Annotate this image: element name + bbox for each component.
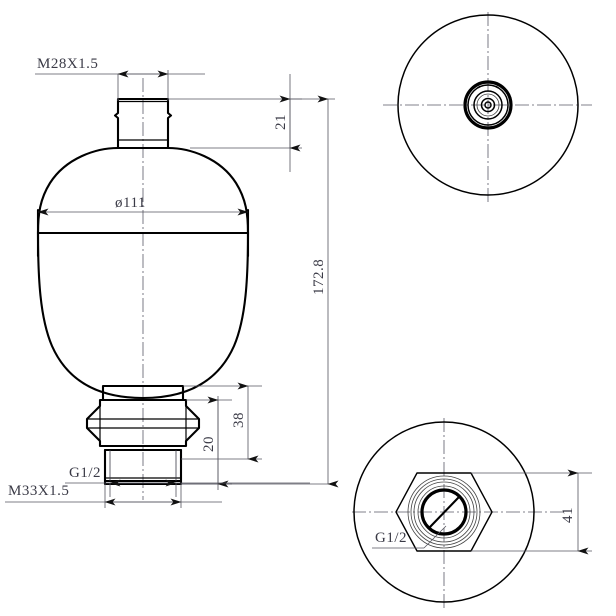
dim-thread-top: M28X1.5	[35, 56, 205, 101]
label-body-diameter: ø111	[115, 195, 146, 211]
top-view	[383, 12, 592, 202]
label-fitting-height: 38	[231, 412, 247, 428]
bottom-view-thread-outer	[407, 475, 481, 549]
bottom-view-hex-nut	[395, 472, 493, 552]
top-view-port-thread-outer	[473, 90, 503, 120]
bottom-view: G1/2 41	[352, 418, 592, 608]
label-overall-height: 172.8	[311, 259, 327, 295]
top-view-outer-circle	[397, 14, 579, 196]
dim-neck-height: 21	[168, 74, 302, 172]
front-elevation-view: M28X1.5 ø111 21 172.8	[5, 56, 339, 508]
top-view-port-bore	[480, 97, 496, 113]
top-view-valve-core	[484, 101, 492, 109]
label-thread-top: M28X1.5	[37, 56, 98, 72]
label-across-flats: 41	[560, 507, 576, 523]
shell-lower-left	[36, 231, 145, 400]
dim-thread-bottom: M33X1.5	[5, 483, 222, 508]
label-thread-bottom: M33X1.5	[8, 483, 69, 499]
dim-body-diameter: ø111	[37, 195, 249, 216]
top-view-port-thread-inner	[476, 93, 500, 117]
bottom-view-outer-circle	[353, 421, 535, 603]
label-port-thread-front: G1/2	[69, 465, 101, 481]
dim-port-thread-front: G1/2	[65, 465, 310, 497]
top-view-port-boss	[463, 80, 513, 130]
dim-across-flats: 41	[471, 469, 592, 555]
shell-lower-right	[141, 231, 250, 400]
label-neck-height: 21	[273, 114, 289, 130]
top-view-port-outer	[467, 84, 509, 126]
bottom-view-boss-circle	[417, 485, 471, 539]
dim-fitting-lower-height: 20	[181, 396, 232, 490]
bottom-view-thread-inner	[413, 481, 475, 543]
leader-line-port-bottom	[423, 525, 447, 549]
bottom-view-port-slot	[428, 496, 460, 529]
dim-port-thread-bottom: G1/2	[372, 525, 447, 549]
label-port-thread-bottom: G1/2	[375, 530, 407, 546]
label-fitting-lower-height: 20	[201, 436, 217, 452]
bottom-view-thread-mid	[410, 478, 478, 546]
bottom-view-port-bore	[420, 488, 468, 536]
